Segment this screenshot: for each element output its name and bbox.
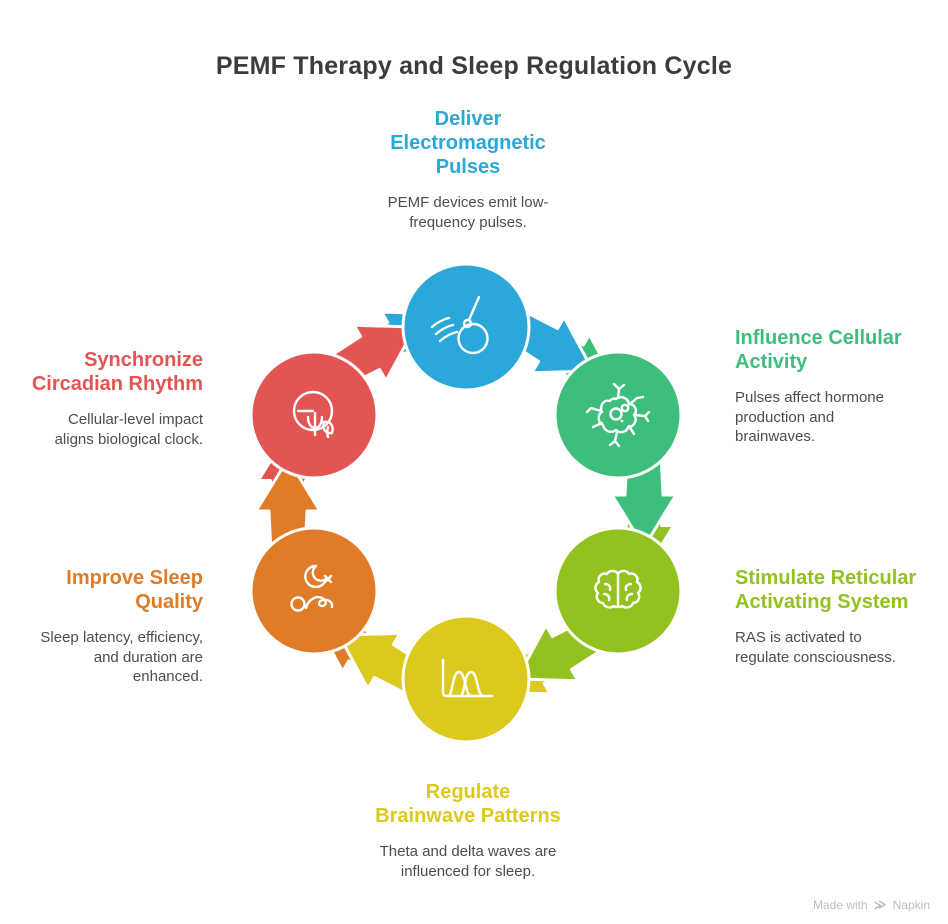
node-text-stimulate: Stimulate Reticular Activating System RA… xyxy=(735,566,943,667)
node-circle-improve xyxy=(249,526,379,656)
brain-icon xyxy=(594,569,642,609)
node-description: Pulses affect hormone production and bra… xyxy=(735,389,884,445)
node-text-improve: Improve Sleep Quality Sleep latency, eff… xyxy=(8,566,203,687)
brainwave-chart-icon xyxy=(441,658,494,698)
page-title: PEMF Therapy and Sleep Regulation Cycle xyxy=(215,52,733,80)
circadian-clock-icon xyxy=(292,390,334,439)
node-text-influence: Influence Cellular Activity Pulses affec… xyxy=(735,326,943,447)
node-description: Sleep latency, efficiency, and duration … xyxy=(40,629,203,685)
node-description: RAS is activated to regulate consciousne… xyxy=(735,629,896,666)
watermark-text: Made with xyxy=(812,898,868,912)
node-heading: Influence Cellular Activity xyxy=(735,327,902,373)
napkin-logo-icon xyxy=(873,900,886,909)
node-text-synchronize: Synchronize Circadian Rhythm Cellular-le… xyxy=(8,348,203,449)
node-heading: Improve Sleep Quality xyxy=(66,567,203,613)
pendulum-icon xyxy=(430,295,489,355)
node-circle-influence xyxy=(553,350,683,480)
node-heading: Stimulate Reticular Activating System xyxy=(735,567,917,613)
neuron-cell-icon xyxy=(585,382,651,448)
sleep-moon-icon xyxy=(290,564,334,612)
node-description: Theta and delta waves are influenced for… xyxy=(379,843,557,880)
node-description: PEMF devices emit low- frequency pulses. xyxy=(387,194,549,231)
node-text-deliver: Deliver Electromagnetic Pulses PEMF devi… xyxy=(324,107,612,232)
node-heading: Synchronize Circadian Rhythm xyxy=(31,349,203,395)
watermark-brand: Napkin xyxy=(892,898,930,912)
napkin-watermark[interactable]: Made with Napkin xyxy=(813,898,930,912)
node-text-regulate: Regulate Brainwave Patterns Theta and de… xyxy=(324,780,612,881)
node-description: Cellular-level impact aligns biological … xyxy=(54,411,203,448)
node-heading: Deliver Electromagnetic Pulses xyxy=(390,108,546,178)
node-heading: Regulate Brainwave Patterns xyxy=(375,781,561,827)
